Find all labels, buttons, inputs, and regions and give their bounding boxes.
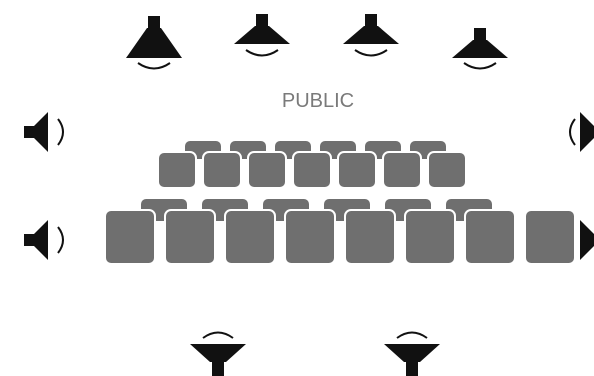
seat-icon (224, 209, 276, 265)
seat-icon (292, 151, 332, 189)
ceiling-speaker-icon (234, 14, 290, 57)
seating-area (104, 139, 576, 265)
ceiling-speaker-icon (384, 331, 440, 376)
ceiling-speaker-top-1 (126, 16, 182, 70)
seat-icon (337, 151, 377, 189)
wall-speaker-icon (24, 112, 64, 152)
wall-speaker-left-1 (24, 112, 64, 152)
ceiling-speaker-icon (126, 16, 182, 70)
seat-icon (427, 151, 467, 189)
ceiling-speaker-bottom-1 (190, 331, 246, 376)
wall-speaker-icon (569, 112, 594, 152)
seat-icon (157, 151, 197, 189)
audience-label: PUBLIC (282, 90, 354, 112)
seat-icon (404, 209, 456, 265)
ceiling-speaker-top-3 (343, 14, 399, 57)
seat-icon (104, 209, 156, 265)
seat-icon (344, 209, 396, 265)
seat-icon (464, 209, 516, 265)
ceiling-speaker-top-2 (234, 14, 290, 57)
ceiling-speaker-icon (452, 28, 508, 70)
ceiling-speaker-top-4 (452, 28, 508, 70)
seat-icon (164, 209, 216, 265)
wall-speaker-right-1 (569, 112, 594, 152)
seat-icon (524, 209, 576, 265)
ceiling-speaker-bottom-2 (384, 331, 440, 376)
seat-icon (382, 151, 422, 189)
wall-speaker-left-2 (24, 220, 64, 260)
seat-icon (284, 209, 336, 265)
wall-speaker-icon (24, 220, 64, 260)
ceiling-speaker-icon (190, 331, 246, 376)
seat-icon (247, 151, 287, 189)
seat-icon (202, 151, 242, 189)
ceiling-speaker-icon (343, 14, 399, 57)
